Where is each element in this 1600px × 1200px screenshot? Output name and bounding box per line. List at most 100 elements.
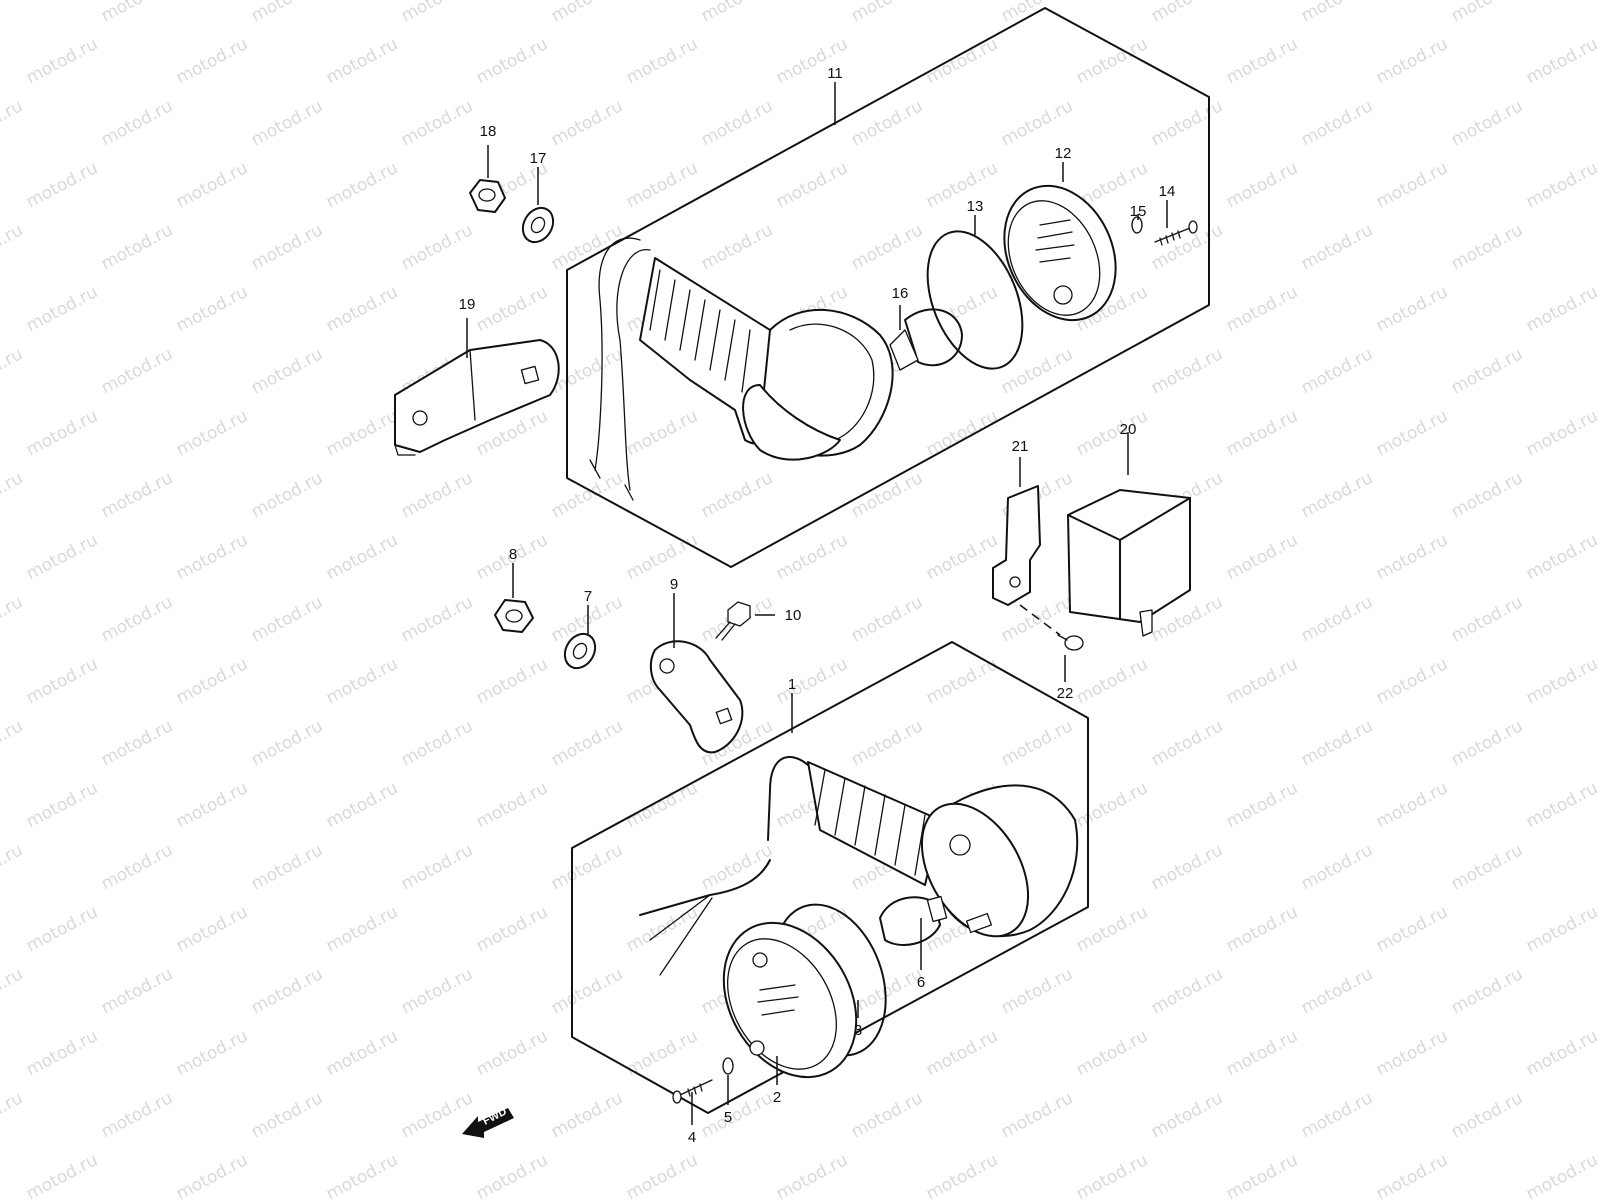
- watermark-text: motod.ru: [473, 778, 551, 832]
- watermark-text: motod.ru: [98, 840, 176, 894]
- watermark-text: motod.ru: [1523, 530, 1600, 584]
- bolt-10: [715, 601, 751, 641]
- watermark-text: motod.ru: [923, 1026, 1001, 1080]
- watermark-text: motod.ru: [248, 964, 326, 1018]
- watermark-text: motod.ru: [1373, 34, 1451, 88]
- callout-12: 12: [1055, 145, 1072, 162]
- turn-signal-relay-20: [1067, 489, 1191, 637]
- watermark-text: motod.ru: [248, 0, 326, 26]
- watermark-text: motod.ru: [1223, 406, 1301, 460]
- callout-1: 1: [788, 676, 796, 693]
- watermark-text: motod.ru: [1073, 778, 1151, 832]
- watermark-text: motod.ru: [98, 468, 176, 522]
- callout-15: 15: [1130, 203, 1147, 220]
- watermark-text: motod.ru: [623, 778, 701, 832]
- watermark-text: motod.ru: [1223, 654, 1301, 708]
- callout-20: 20: [1120, 421, 1137, 438]
- bulb-6: [879, 895, 948, 946]
- watermark-text: motod.ru: [323, 1026, 401, 1080]
- watermark-text: motod.ru: [1073, 406, 1151, 460]
- watermark-text: motod.ru: [1298, 344, 1376, 398]
- watermark-text: motod.ru: [248, 220, 326, 274]
- watermark-text: motod.ru: [0, 0, 26, 26]
- watermark-text: motod.ru: [248, 592, 326, 646]
- watermark-text: motod.ru: [473, 654, 551, 708]
- watermark-text: motod.ru: [1223, 282, 1301, 336]
- watermark-text: motod.ru: [23, 1026, 101, 1080]
- watermark-text: motod.ru: [1523, 1150, 1600, 1200]
- washer-17: [521, 206, 555, 244]
- watermark-text: motod.ru: [398, 592, 476, 646]
- watermark-text: motod.ru: [1148, 0, 1226, 26]
- watermark-text: motod.ru: [1523, 902, 1600, 956]
- watermark-text: motod.ru: [623, 158, 701, 212]
- watermark-text: motod.ru: [1148, 840, 1226, 894]
- watermark-text: motod.ru: [698, 468, 776, 522]
- callout-19: 19: [459, 296, 476, 313]
- watermark-text: motod.ru: [548, 716, 626, 770]
- watermark-text: motod.ru: [173, 406, 251, 460]
- watermark-text: motod.ru: [23, 406, 101, 460]
- bracket-21: [992, 485, 1041, 606]
- watermark-text: motod.ru: [1523, 282, 1600, 336]
- screw-22: [1057, 634, 1084, 651]
- watermark-text: motod.ru: [1073, 902, 1151, 956]
- watermark-text: motod.ru: [23, 778, 101, 832]
- watermark-text: motod.ru: [848, 964, 926, 1018]
- watermark-text: motod.ru: [773, 654, 851, 708]
- screw-22-alignment-line: [1019, 604, 1061, 636]
- watermark-text: motod.ru: [1298, 0, 1376, 26]
- watermark-text: motod.ru: [1373, 1026, 1451, 1080]
- watermark-text: motod.ru: [623, 530, 701, 584]
- watermark-text: motod.ru: [323, 778, 401, 832]
- watermark-text: motod.ru: [323, 282, 401, 336]
- watermark-text: motod.ru: [398, 716, 476, 770]
- watermark-text: motod.ru: [923, 1150, 1001, 1200]
- watermark-text: motod.ru: [323, 530, 401, 584]
- watermark-text: motod.ru: [323, 654, 401, 708]
- rear-turn-signal-lamp-1: [639, 756, 1079, 976]
- watermark-text: motod.ru: [1073, 1150, 1151, 1200]
- watermark-text: motod.ru: [98, 220, 176, 274]
- watermark-text: motod.ru: [1373, 778, 1451, 832]
- watermark-text: motod.ru: [1523, 406, 1600, 460]
- watermark-text: motod.ru: [473, 902, 551, 956]
- watermark-text: motod.ru: [0, 468, 26, 522]
- watermark-text: motod.ru: [0, 1088, 26, 1142]
- watermark-text: motod.ru: [98, 964, 176, 1018]
- watermark-text: motod.ru: [848, 1088, 926, 1142]
- callout-5: 5: [724, 1109, 732, 1126]
- watermark-text: motod.ru: [848, 220, 926, 274]
- watermark-text: motod.ru: [1373, 282, 1451, 336]
- watermark-text: motod.ru: [1223, 778, 1301, 832]
- watermark-text: motod.ru: [173, 34, 251, 88]
- lens-2: [722, 921, 858, 1079]
- watermark-text: motod.ru: [173, 158, 251, 212]
- watermark-text: motod.ru: [1373, 406, 1451, 460]
- watermark-text: motod.ru: [98, 344, 176, 398]
- nut-18: [469, 179, 506, 213]
- watermark-text: motod.ru: [1448, 840, 1526, 894]
- watermark-text: motod.ru: [398, 96, 476, 150]
- watermark-text: motod.ru: [773, 158, 851, 212]
- front-turn-signal-lamp-11: [589, 237, 894, 501]
- watermark-text: motod.ru: [1373, 158, 1451, 212]
- callout-8: 8: [509, 546, 517, 563]
- watermark-text: motod.ru: [1523, 158, 1600, 212]
- watermark-text: motod.ru: [1448, 716, 1526, 770]
- watermark-text: motod.ru: [698, 220, 776, 274]
- watermark-text: motod.ru: [473, 1026, 551, 1080]
- watermark-text: motod.ru: [1448, 344, 1526, 398]
- watermark-text: motod.ru: [1148, 96, 1226, 150]
- watermark-text: motod.ru: [998, 716, 1076, 770]
- watermark-text: motod.ru: [1448, 1088, 1526, 1142]
- callout-numbers: 1 2 3 4 5 6 7 8 9 10 11 12 13 14 15 16 1…: [459, 65, 1176, 1146]
- watermark-text: motod.ru: [1373, 530, 1451, 584]
- watermark-text: motod.ru: [1373, 902, 1451, 956]
- callout-7: 7: [584, 588, 592, 605]
- watermark-text: motod.ru: [1373, 654, 1451, 708]
- gasket-13: [926, 230, 1024, 370]
- washer-5: [722, 1057, 734, 1075]
- watermark-text: motod.ru: [848, 716, 926, 770]
